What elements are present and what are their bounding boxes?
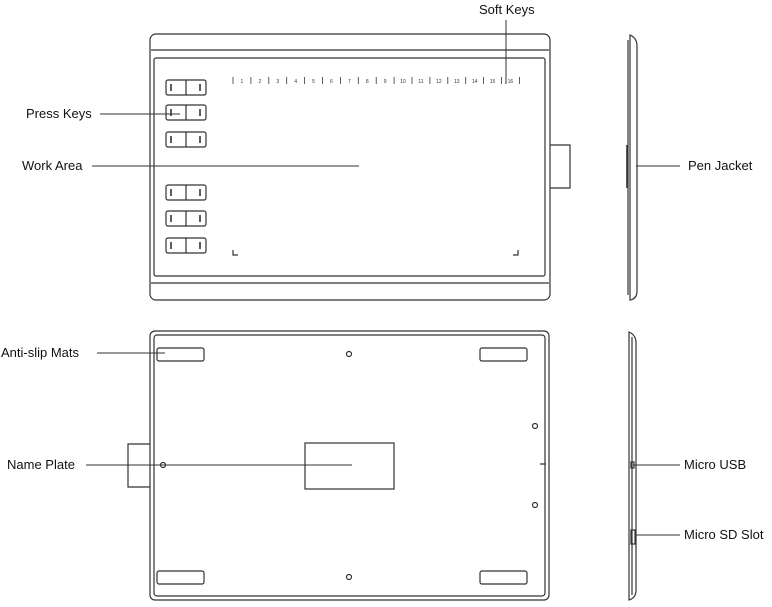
leader-lines bbox=[86, 20, 680, 536]
name-plate-shape bbox=[304, 442, 395, 490]
label-pen-jacket: Pen Jacket bbox=[688, 158, 753, 173]
anti-slip-mat bbox=[479, 570, 528, 585]
soft-key-number: 6 bbox=[330, 79, 333, 85]
soft-key-number: 10 bbox=[400, 79, 406, 85]
soft-key-number: 1 bbox=[241, 79, 244, 85]
label-press-keys: Press Keys bbox=[26, 106, 92, 121]
soft-key-number: 12 bbox=[436, 79, 442, 85]
soft-key-number: 4 bbox=[294, 79, 297, 85]
press-key bbox=[165, 79, 207, 96]
tablet-side-view-bottom bbox=[628, 331, 637, 601]
soft-key-number: 13 bbox=[454, 79, 460, 85]
label-anti-slip-mats: Anti-slip Mats bbox=[1, 345, 80, 360]
anti-slip-mat bbox=[479, 347, 528, 362]
label-soft-keys: Soft Keys bbox=[479, 2, 535, 17]
press-key bbox=[165, 210, 207, 227]
anti-slip-mat bbox=[156, 347, 205, 362]
soft-key-number: 3 bbox=[276, 79, 279, 85]
soft-key-number: 15 bbox=[490, 79, 496, 85]
press-key bbox=[165, 131, 207, 148]
label-name-plate: Name Plate bbox=[7, 457, 75, 472]
soft-key-number: 5 bbox=[312, 79, 315, 85]
anti-slip-mat bbox=[156, 570, 205, 585]
tablet-side-view-top bbox=[626, 34, 638, 301]
soft-key-number: 14 bbox=[472, 79, 478, 85]
press-key bbox=[165, 184, 207, 201]
press-key bbox=[165, 104, 207, 121]
soft-key-number: 11 bbox=[418, 79, 423, 85]
label-micro-usb: Micro USB bbox=[684, 457, 747, 472]
press-key bbox=[165, 237, 207, 254]
soft-key-number: 9 bbox=[384, 79, 387, 85]
label-micro-sd-slot: Micro SD Slot bbox=[684, 527, 764, 542]
tablet-front-view bbox=[149, 33, 571, 301]
soft-key-number: 7 bbox=[348, 79, 351, 85]
soft-key-number: 16 bbox=[508, 79, 514, 85]
label-work-area: Work Area bbox=[22, 158, 83, 173]
soft-key-number: 8 bbox=[366, 79, 369, 85]
press-keys-group bbox=[165, 79, 207, 254]
soft-key-number: 2 bbox=[258, 79, 261, 85]
